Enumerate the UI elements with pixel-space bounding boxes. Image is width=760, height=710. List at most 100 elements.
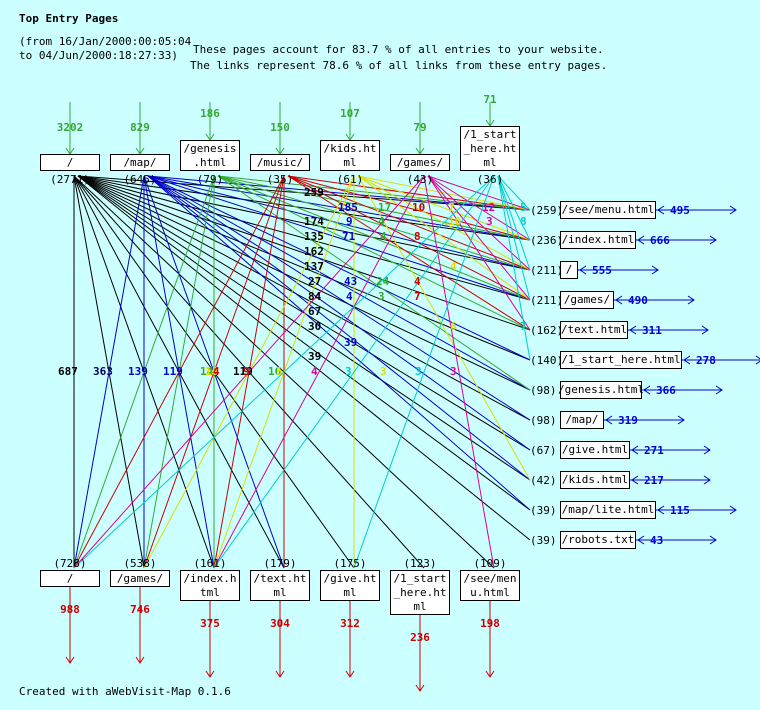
right-out-count-1: 666 xyxy=(650,234,670,247)
link-line-entry-3-to-right-4 xyxy=(287,175,531,331)
right-out-count-6: 366 xyxy=(656,384,676,397)
column-weight-13: 3 xyxy=(380,365,387,378)
summary-links: The links represent 78.6 % of all links … xyxy=(190,59,608,72)
right-out-count-4: 311 xyxy=(642,324,662,337)
exit-count-2: 375 xyxy=(200,617,220,630)
entry-count-6: 71 xyxy=(483,93,497,106)
link-line-entry-4-to-right-1 xyxy=(357,175,531,241)
right-page-box-3: /games/ xyxy=(560,291,614,309)
link-weight-31: 5 xyxy=(520,201,527,214)
link-weight-32: 8 xyxy=(520,215,527,228)
right-visits-7: (98) xyxy=(530,414,557,427)
link-weight-13: 43 xyxy=(344,275,358,288)
entry-page-box-3: /music/ xyxy=(250,154,310,171)
entry-page-box-5: /games/ xyxy=(390,154,450,171)
link-weight-16: 17 xyxy=(378,201,392,214)
right-out-count-3: 490 xyxy=(628,294,648,307)
right-page-box-1: /index.html xyxy=(560,231,636,249)
entry-page-box-1: /map/ xyxy=(110,154,170,171)
link-line-entry-6-to-right-1 xyxy=(497,175,531,241)
exit-page-box-6: /see/men u.html xyxy=(460,570,520,601)
entry-page-box-6: /1_start _here.ht ml xyxy=(460,126,520,171)
entry-visits-2: (79) xyxy=(196,173,224,186)
right-out-count-8: 271 xyxy=(644,444,664,457)
right-page-box-0: /see/menu.html xyxy=(560,201,656,219)
exit-page-box-1: /games/ xyxy=(110,570,170,587)
link-line-entry-2-to-right-2 xyxy=(217,175,531,271)
entry-visits-3: (35) xyxy=(266,173,294,186)
exit-arrow-head-1 xyxy=(135,656,145,664)
right-arrow-back-9 xyxy=(631,475,639,485)
link-weight-21: 10 xyxy=(412,201,426,214)
link-line-entry-3-to-exit-0 xyxy=(73,175,285,569)
right-arrow-back-7 xyxy=(605,415,613,425)
right-arrow-back-11 xyxy=(637,535,645,545)
right-arrow-head-10 xyxy=(729,505,737,515)
entry-visits-6: (36) xyxy=(476,173,504,186)
link-weight-12: 71 xyxy=(342,230,356,243)
link-weight-3: 162 xyxy=(304,245,324,258)
right-arrow-head-0 xyxy=(729,205,737,215)
period-to: to 04/Jun/2000:18:27:33) xyxy=(19,49,178,62)
right-page-box-9: /kids.html xyxy=(560,471,630,489)
column-weight-2: 139 xyxy=(128,365,148,378)
column-weight-11: 4 xyxy=(311,365,318,378)
right-arrow-back-0 xyxy=(657,205,665,215)
link-line-entry-5-to-right-0 xyxy=(427,175,531,211)
link-line-entry-2-to-right-6 xyxy=(217,175,531,391)
link-line-entry-3-to-right-3 xyxy=(287,175,531,301)
link-line-entry-5-to-right-4 xyxy=(427,175,531,331)
right-out-count-0: 495 xyxy=(670,204,690,217)
column-weight-1: 363 xyxy=(93,365,113,378)
footer-credit: Created with aWebVisit-Map 0.1.6 xyxy=(19,685,231,698)
link-line-entry-0-to-right-2 xyxy=(77,175,531,271)
link-line-entry-1-to-right-5 xyxy=(147,175,531,361)
right-arrow-head-3 xyxy=(687,295,695,305)
column-weight-14: 3 xyxy=(415,365,422,378)
link-line-entry-4-to-right-3 xyxy=(357,175,531,301)
link-line-entry-3-to-right-1 xyxy=(287,175,531,241)
link-line-entry-6-to-right-5 xyxy=(497,175,531,361)
right-visits-3: (211) xyxy=(530,294,564,307)
link-line-entry-6-to-exit-4 xyxy=(353,175,495,569)
exit-arrow-head-5 xyxy=(415,684,425,692)
summary-entries: These pages account for 83.7 % of all en… xyxy=(193,43,604,56)
link-weight-28: 6 xyxy=(450,320,457,333)
column-weight-0: 687 xyxy=(58,365,78,378)
exit-page-box-3: /text.ht ml xyxy=(250,570,310,601)
right-page-box-7: /map/ xyxy=(560,411,604,429)
link-weight-18: 4 xyxy=(380,230,387,243)
right-out-count-7: 319 xyxy=(618,414,638,427)
link-line-entry-6-to-exit-2 xyxy=(213,175,495,569)
exit-page-box-5: /1_start _here.ht ml xyxy=(390,570,450,615)
link-weight-0: 259 xyxy=(304,186,324,199)
right-visits-2: (211) xyxy=(530,264,564,277)
exit-count-6: 198 xyxy=(480,617,500,630)
link-weight-2: 135 xyxy=(304,230,324,243)
link-weight-23: 4 xyxy=(414,275,421,288)
entry-count-0: 3202 xyxy=(56,121,84,134)
link-line-entry-1-to-exit-0 xyxy=(73,175,145,569)
link-weight-24: 7 xyxy=(414,290,421,303)
exit-arrow-head-3 xyxy=(275,670,285,678)
column-weight-10: 5 xyxy=(276,365,283,378)
link-line-entry-0-to-right-7 xyxy=(77,175,531,421)
link-weight-15: 39 xyxy=(344,336,358,349)
entry-count-5: 79 xyxy=(413,121,427,134)
entry-page-box-4: /kids.ht ml xyxy=(320,140,380,171)
entry-visits-5: (43) xyxy=(406,173,434,186)
right-page-box-8: /give.html xyxy=(560,441,630,459)
link-weight-5: 27 xyxy=(308,275,322,288)
right-arrow-back-5 xyxy=(683,355,691,365)
right-arrow-back-8 xyxy=(631,445,639,455)
right-arrow-back-6 xyxy=(643,385,651,395)
right-arrow-back-2 xyxy=(579,265,587,275)
right-arrow-back-10 xyxy=(657,505,665,515)
right-visits-6: (98) xyxy=(530,384,557,397)
link-line-entry-4-to-right-9 xyxy=(357,175,531,481)
right-visits-5: (140) xyxy=(530,354,564,367)
link-weight-4: 137 xyxy=(304,260,324,273)
exit-page-box-2: /index.h tml xyxy=(180,570,240,601)
link-line-entry-0-to-right-10 xyxy=(77,175,531,511)
right-page-box-10: /map/lite.html xyxy=(560,501,656,519)
